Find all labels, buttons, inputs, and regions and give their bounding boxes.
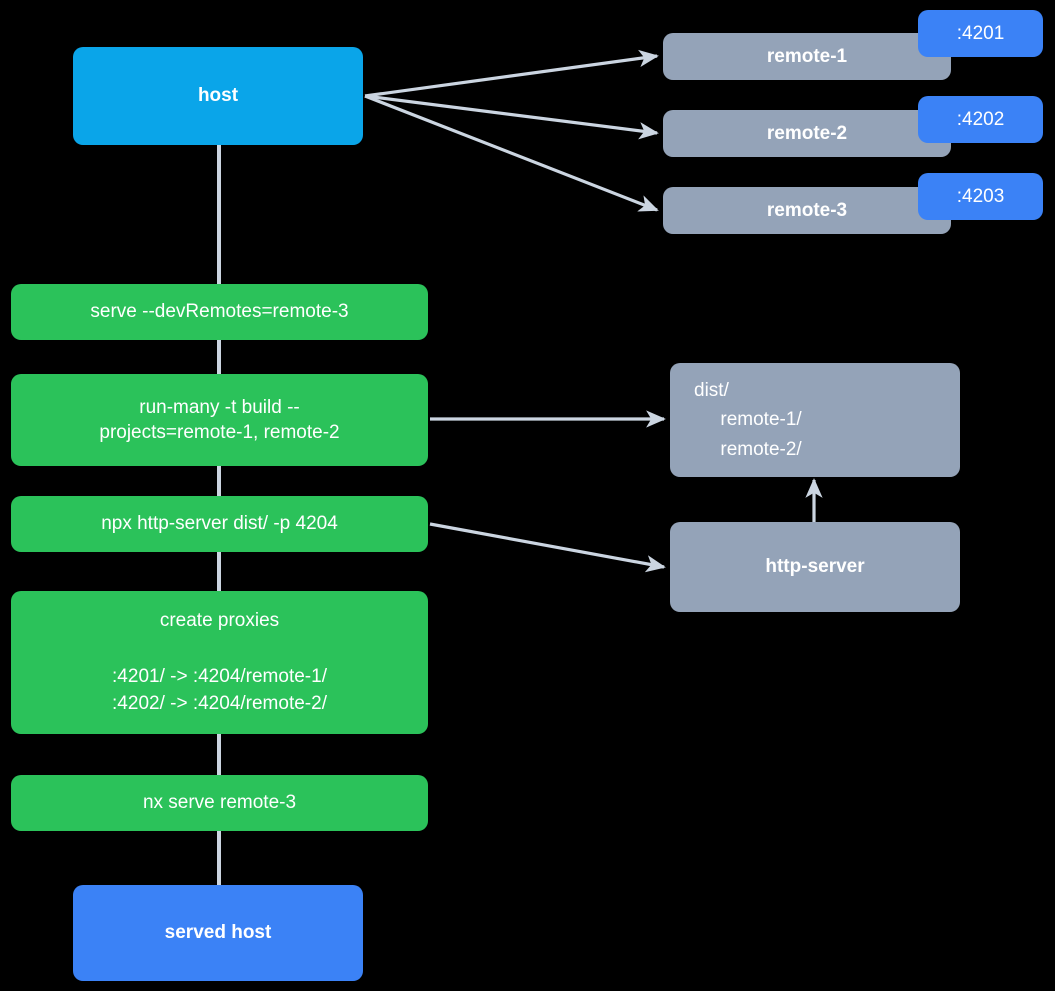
node-command-create-proxies[interactable]: create proxies :4201/ -> :4204/remote-1/…	[11, 591, 428, 734]
node-command-run-many-build-label: run-many -t build -- projects=remote-1, …	[99, 396, 340, 443]
node-remote-2[interactable]: remote-2	[663, 110, 951, 157]
node-dist-folder[interactable]: dist/ remote-1/ remote-2/	[670, 363, 960, 477]
node-command-nx-serve-remote-3-label: nx serve remote-3	[142, 792, 297, 814]
node-command-create-proxies-label: create proxies :4201/ -> :4204/remote-1/…	[112, 610, 327, 715]
badge-remote-3-port-label: :4203	[956, 185, 1005, 207]
node-dist-folder-label: dist/ remote-1/ remote-2/	[694, 379, 802, 460]
node-command-serve-devremotes-label: serve --devRemotes=remote-3	[90, 301, 349, 323]
node-command-run-many-build[interactable]: run-many -t build -- projects=remote-1, …	[11, 374, 428, 466]
node-command-npx-http-server[interactable]: npx http-server dist/ -p 4204	[11, 496, 428, 552]
node-remote-3-label: remote-3	[766, 199, 848, 221]
node-command-serve-devremotes[interactable]: serve --devRemotes=remote-3	[11, 284, 428, 340]
node-host[interactable]: host	[73, 47, 363, 145]
node-remote-1[interactable]: remote-1	[663, 33, 951, 80]
node-host-label: host	[197, 85, 239, 107]
node-served-host[interactable]: served host	[73, 885, 363, 981]
badge-remote-1-port: :4201	[918, 10, 1043, 57]
badge-remote-2-port-label: :4202	[956, 108, 1005, 130]
node-served-host-label: served host	[164, 922, 272, 944]
node-remote-2-label: remote-2	[766, 122, 848, 144]
node-command-npx-http-server-label: npx http-server dist/ -p 4204	[101, 513, 338, 535]
edge-host-to-remote-3	[364, 94, 659, 212]
badge-remote-2-port: :4202	[918, 96, 1043, 143]
badge-remote-1-port-label: :4201	[956, 22, 1005, 44]
edge-host-to-remote-1	[364, 49, 659, 98]
badge-remote-3-port: :4203	[918, 173, 1043, 220]
node-http-server[interactable]: http-server	[670, 522, 960, 612]
node-remote-3[interactable]: remote-3	[663, 187, 951, 234]
node-http-server-label: http-server	[765, 556, 865, 578]
node-remote-1-label: remote-1	[766, 45, 848, 67]
edge-npx-to-httpserver	[429, 522, 666, 573]
edge-host-to-remote-2	[364, 94, 659, 140]
node-command-nx-serve-remote-3[interactable]: nx serve remote-3	[11, 775, 428, 831]
